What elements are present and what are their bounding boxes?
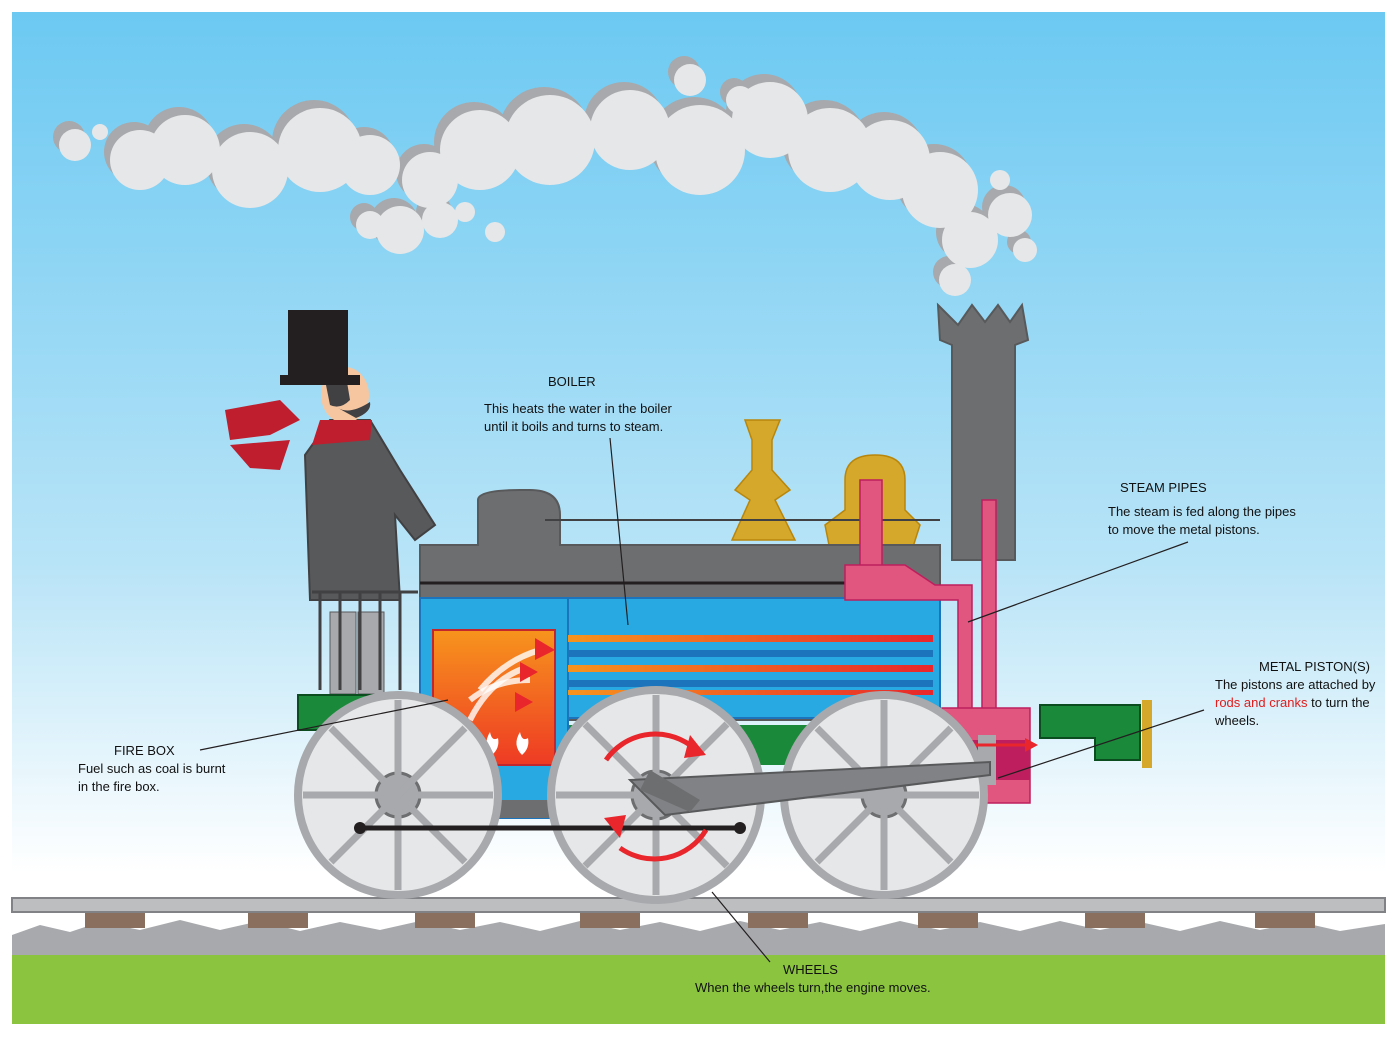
wheels-title: WHEELS [783,962,838,977]
fire-box-title: FIRE BOX [114,743,175,758]
rods-and-cranks-highlight: rods and cranks [1215,695,1308,710]
boiler-label: BOILER This heats the water in the boile… [484,373,672,436]
steam-pipes-title: STEAM PIPES [1120,480,1207,495]
steam-pipes-desc-2: to move the metal pistons. [1108,522,1260,537]
rotation-arrows [603,731,709,862]
railing [312,590,418,690]
wheels-desc-1: When the wheels turn,the engine moves. [695,980,931,995]
leader-lines [199,437,1205,963]
fire-box-desc-1: Fuel such as coal is burnt [78,761,226,776]
sleepers [85,912,1315,928]
boiler-title: BOILER [548,374,596,389]
steam-pipes-label: STEAM PIPES The steam is fed along the p… [1108,479,1296,539]
fire-tubes [568,635,933,695]
metal-piston-desc-3: wheels. [1215,713,1260,728]
metal-piston-label: METAL PISTON(S) The pistons are attached… [1215,658,1375,730]
rail [11,897,1386,913]
boiler-desc-2: until it boils and turns to steam. [484,419,664,434]
boiler-desc-1: This heats the water in the boiler [484,401,672,416]
grass [12,952,1385,1024]
ballast [12,920,1385,955]
wheels [294,686,988,904]
metal-piston-desc-2-rest: to turn the [1307,695,1370,710]
fire-box-label: FIRE BOX Fuel such as coal is burnt in t… [78,742,225,796]
metal-piston-title: METAL PISTON(S) [1259,659,1370,674]
driver-figure [225,310,437,695]
smoke-clouds [53,56,1037,296]
steam-pipes-desc-1: The steam is fed along the pipes [1108,504,1296,519]
connecting-rods [354,760,991,834]
wheels-label: WHEELS When the wheels turn,the engine m… [695,961,931,997]
chimney [936,302,1030,561]
metal-piston-desc-2: rods and cranks to turn the [1215,694,1375,712]
metal-piston-desc-1: The pistons are attached by [1215,677,1376,692]
fire-box-desc-2: in the fire box. [78,779,160,794]
